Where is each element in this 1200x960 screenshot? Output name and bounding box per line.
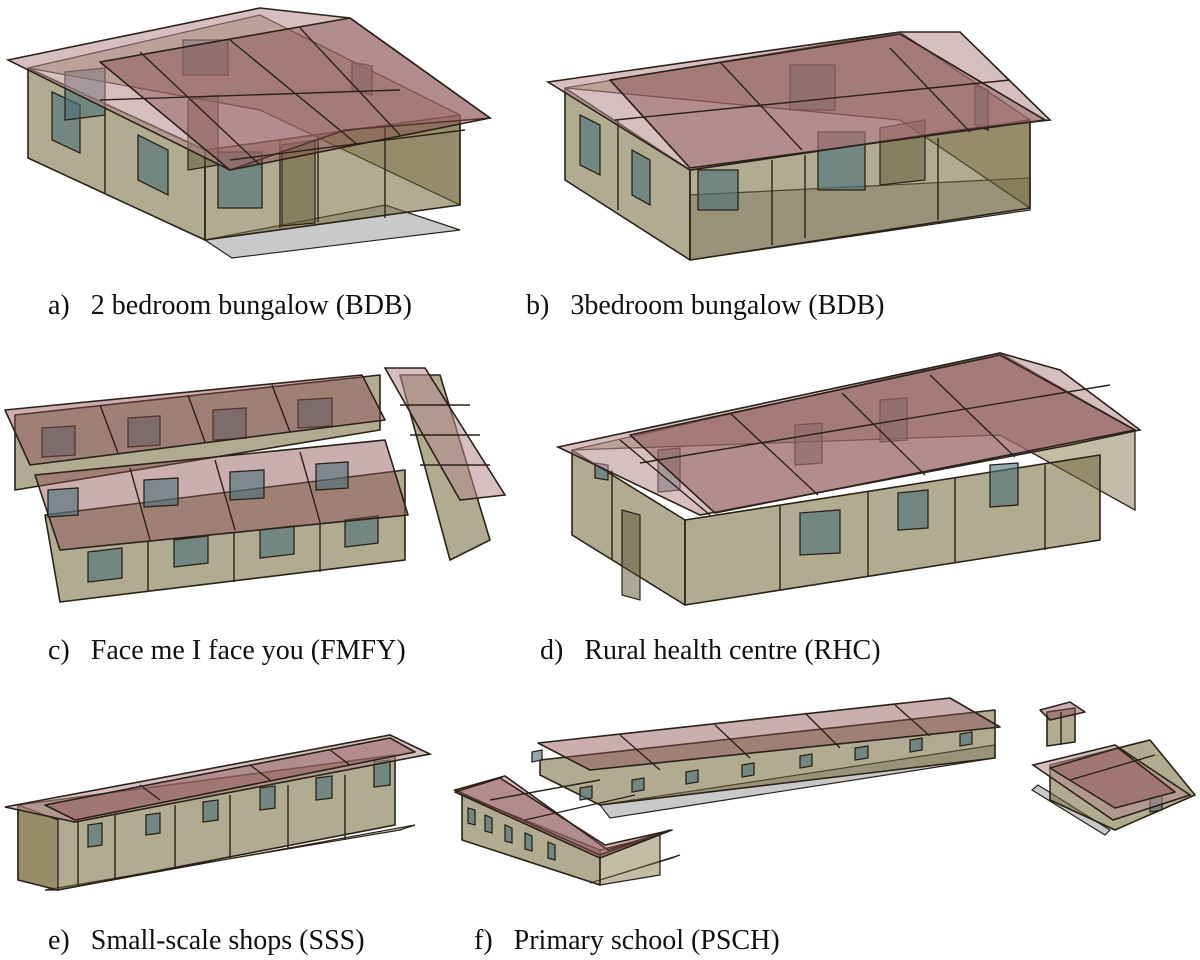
panel-c-face-me-i-face-you xyxy=(0,360,520,610)
building-model-rhc xyxy=(555,352,1142,606)
building-model-bdb-2-bedroom xyxy=(5,7,493,259)
panel-d-rural-health-centre xyxy=(550,345,1150,615)
panel-a-2-bedroom-bungalow xyxy=(0,0,500,270)
building-model-sss xyxy=(4,734,433,891)
panel-f-primary-school xyxy=(450,680,1200,890)
caption-b: b) 3bedroom bungalow (BDB) xyxy=(526,290,885,322)
caption-e: e) Small-scale shops (SSS) xyxy=(48,925,365,957)
caption-label: d) xyxy=(540,635,564,666)
caption-title: Small-scale shops (SSS) xyxy=(90,925,365,956)
caption-title: 3bedroom bungalow (BDB) xyxy=(570,290,885,321)
caption-title: Rural health centre (RHC) xyxy=(584,635,881,666)
caption-title: Face me I face you (FMFY) xyxy=(90,635,406,666)
building-model-psch xyxy=(452,697,1196,886)
caption-c: c) Face me I face you (FMFY) xyxy=(48,635,406,667)
caption-label: a) xyxy=(48,290,70,321)
building-model-fmfy xyxy=(4,367,507,603)
caption-label: b) xyxy=(526,290,550,321)
panel-b-3-bedroom-bungalow xyxy=(540,20,1080,270)
caption-title: Primary school (PSCH) xyxy=(513,925,780,956)
building-model-bdb-3-bedroom xyxy=(545,31,1052,261)
caption-label: f) xyxy=(474,925,493,956)
caption-a: a) 2 bedroom bungalow (BDB) xyxy=(48,290,412,322)
caption-title: 2 bedroom bungalow (BDB) xyxy=(90,290,412,321)
caption-label: e) xyxy=(48,925,70,956)
caption-label: c) xyxy=(48,635,70,666)
panel-e-small-scale-shops xyxy=(0,730,440,900)
caption-d: d) Rural health centre (RHC) xyxy=(540,635,881,667)
caption-f: f) Primary school (PSCH) xyxy=(474,925,780,957)
